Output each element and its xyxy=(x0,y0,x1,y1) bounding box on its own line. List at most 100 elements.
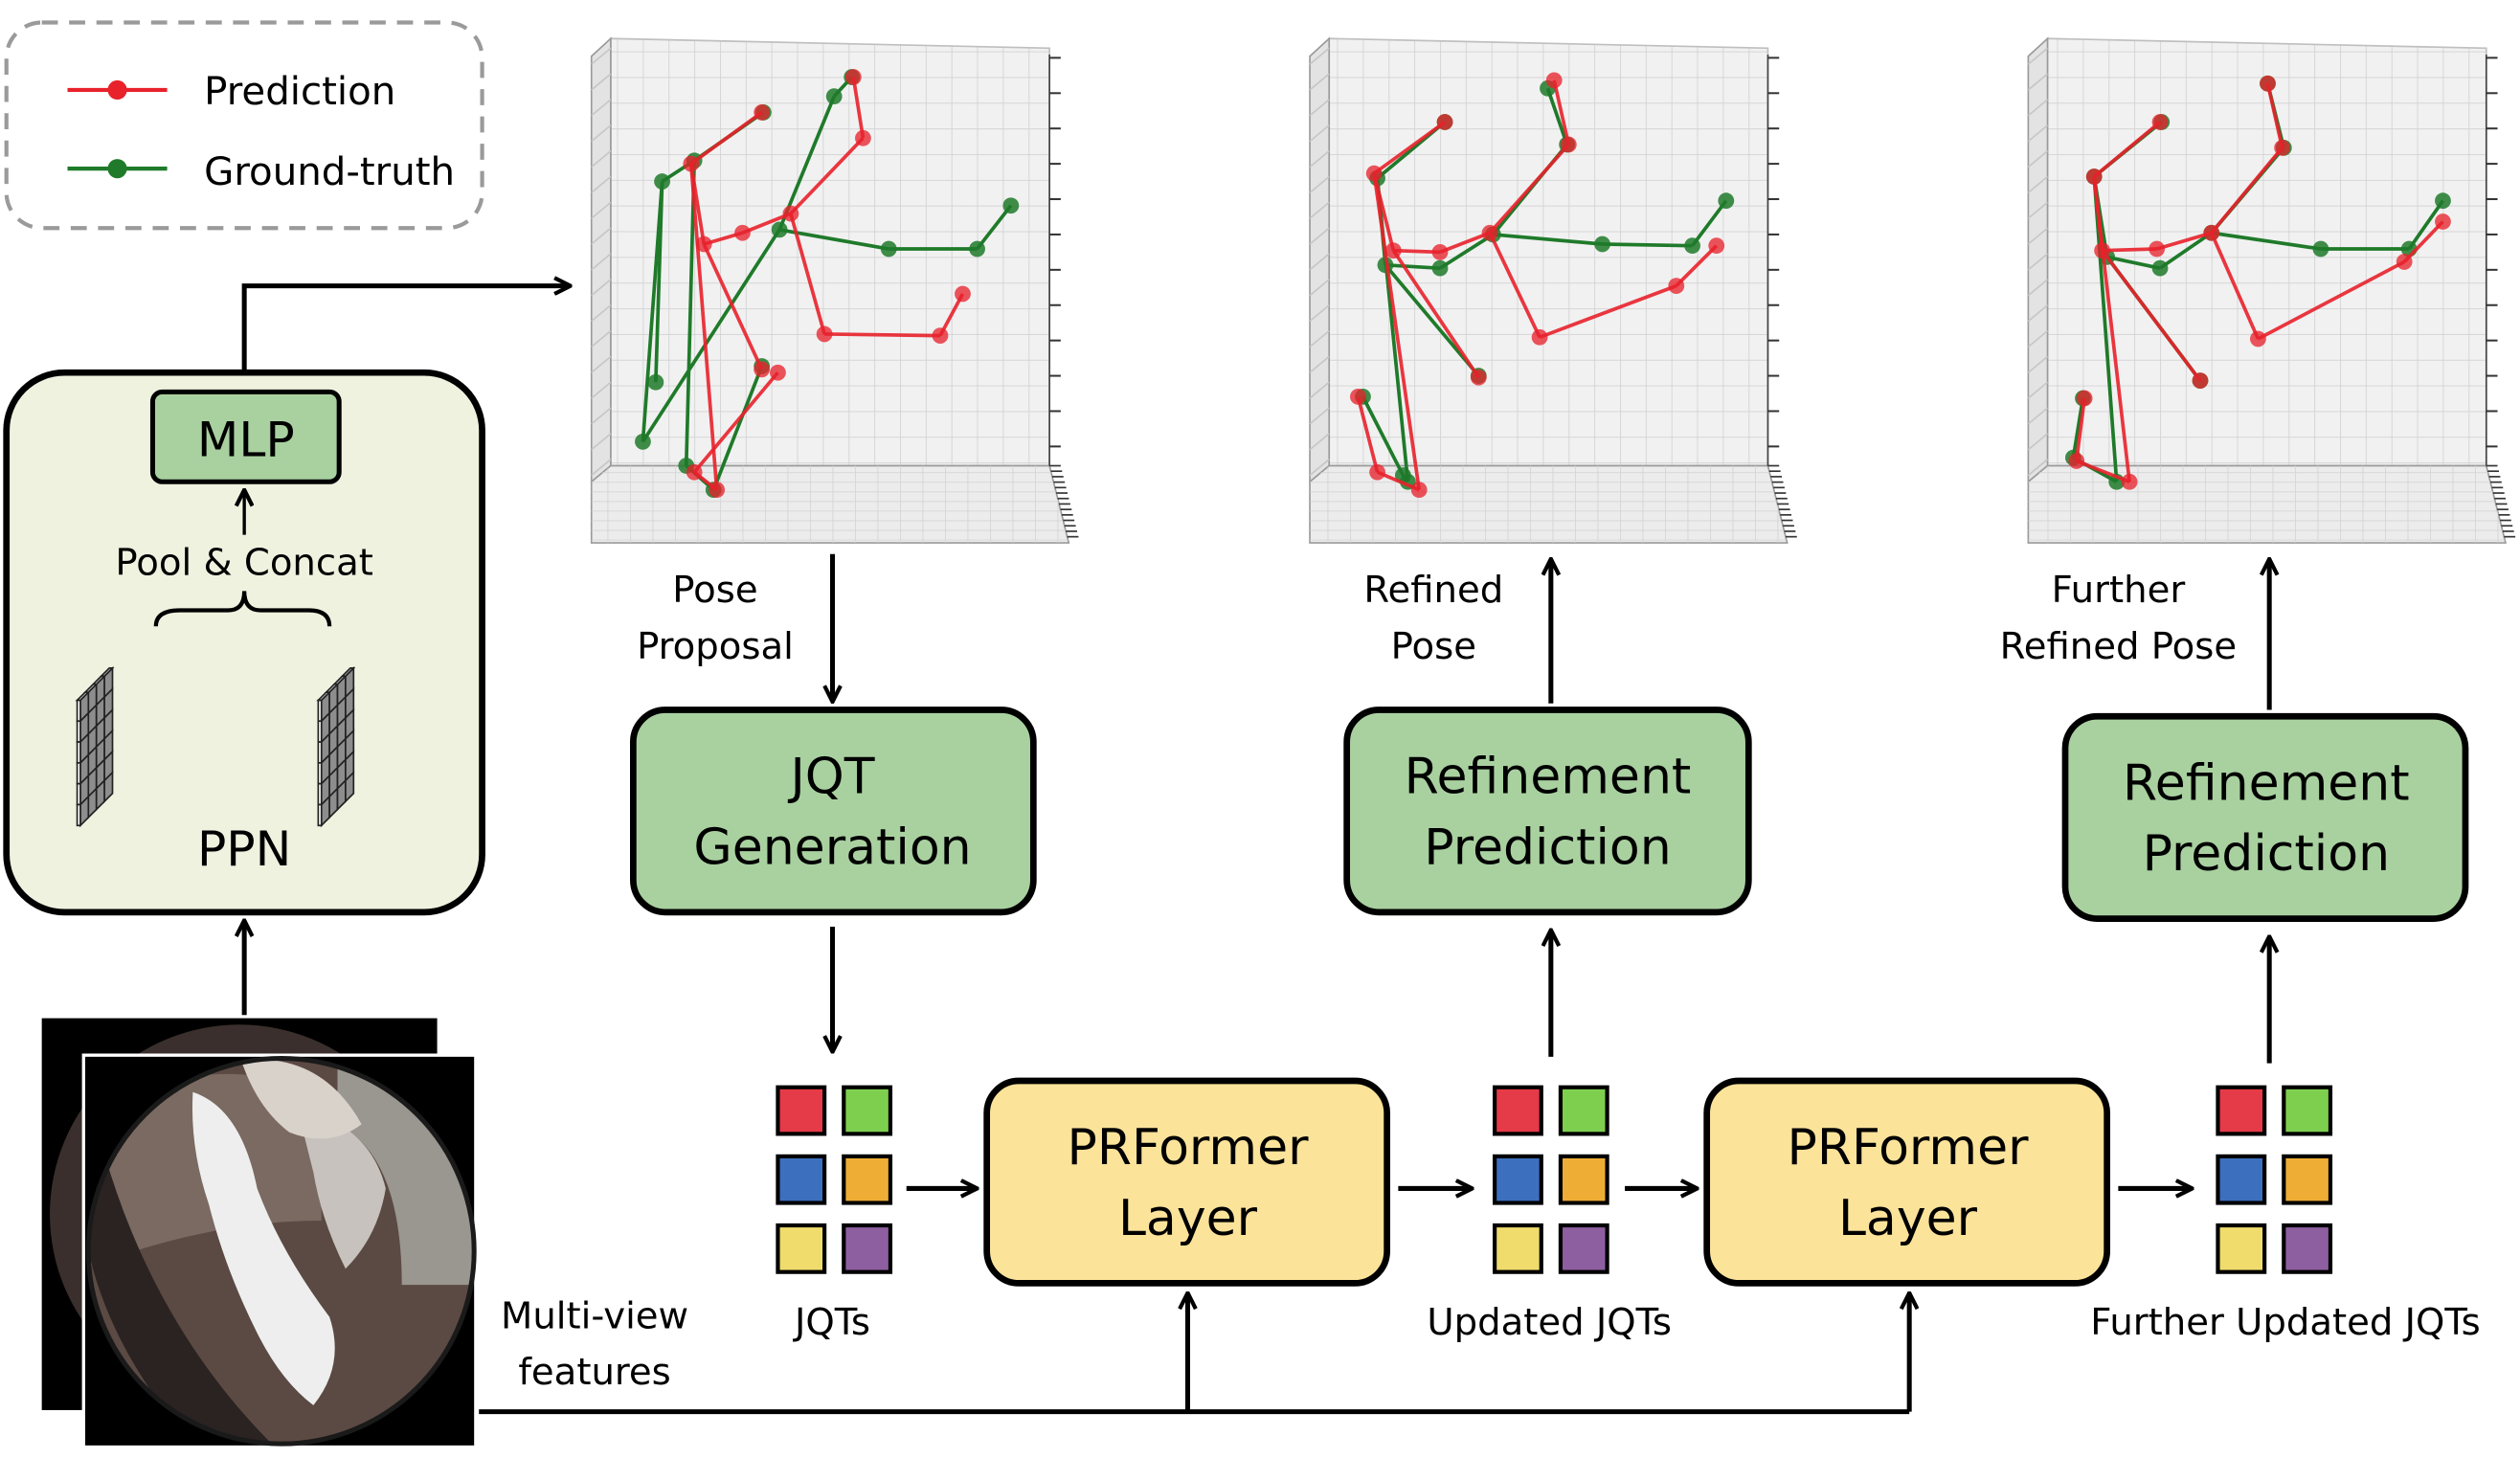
skeleton-bone xyxy=(2102,247,2157,253)
mlp-label: MLP xyxy=(197,411,295,467)
skeleton-bone xyxy=(851,77,866,139)
jqt-generation-line2: Generation xyxy=(693,819,971,877)
skeleton-bone xyxy=(641,181,664,442)
query-token xyxy=(2216,1223,2267,1274)
skeleton-joint xyxy=(969,240,985,258)
skeleton-bone xyxy=(2265,82,2284,148)
query-token xyxy=(776,1223,827,1274)
skeleton-bone xyxy=(2158,231,2213,270)
skeleton-bone xyxy=(2071,397,2085,459)
skeleton-joint xyxy=(2076,390,2093,407)
skeleton-joint xyxy=(1431,243,1449,260)
skeleton-bone xyxy=(692,371,779,474)
refinement-1-line1: Refinement xyxy=(1405,749,1692,806)
skeleton-bone xyxy=(1493,233,1603,246)
further-refined-caption-line1: Further xyxy=(2052,569,2186,612)
skeleton-joint xyxy=(1481,224,1498,241)
skeleton-joint xyxy=(1684,237,1700,255)
skeleton-bone xyxy=(2092,176,2119,482)
multiview-features-line1: Multi-view xyxy=(501,1294,688,1337)
skeleton-bone xyxy=(1539,283,1677,340)
query-token xyxy=(1492,1223,1543,1274)
skeleton-joint xyxy=(1384,242,1402,259)
skeleton-joint xyxy=(2151,259,2169,277)
skeleton-bone xyxy=(2074,397,2086,461)
skeleton-bone xyxy=(1391,249,1480,379)
query-token xyxy=(1558,1085,1609,1136)
skeleton-joint xyxy=(754,104,771,121)
brace-icon xyxy=(153,591,332,627)
further-refined-pose-plot xyxy=(2027,36,2516,544)
skeleton-bone xyxy=(2093,121,2162,178)
skeleton-bone xyxy=(2257,259,2406,341)
skeleton-joint xyxy=(683,155,700,172)
further-updated-jqts-caption: Further Updated JQTs xyxy=(2090,1301,2480,1344)
query-token xyxy=(842,1085,893,1136)
skeleton-joint xyxy=(1545,72,1563,89)
skeleton-joint xyxy=(2312,240,2329,258)
query-token xyxy=(842,1223,893,1274)
skeleton-joint xyxy=(844,69,862,85)
skeleton-bone xyxy=(2106,255,2161,270)
multiview-input-images xyxy=(41,1018,478,1449)
skeleton-joint xyxy=(1431,259,1449,277)
skeleton-joint xyxy=(2085,168,2103,185)
query-token xyxy=(776,1154,827,1205)
skeleton-bone xyxy=(1384,262,1441,271)
skeleton-bone xyxy=(1372,172,1422,490)
skeleton-joint xyxy=(1369,463,1385,481)
skeleton-joint xyxy=(1708,237,1725,255)
skeleton-joint xyxy=(2260,75,2276,92)
skeleton-joint xyxy=(1470,369,1487,386)
query-token xyxy=(2282,1085,2333,1136)
feature-cube-icon xyxy=(316,665,356,828)
skeleton-joint xyxy=(2149,240,2166,258)
refined-pose-caption-line2: Pose xyxy=(1391,625,1476,668)
skeleton-bone xyxy=(789,136,865,215)
skeleton-joint xyxy=(1395,467,1411,483)
skeleton-bone xyxy=(2101,249,2202,382)
prformer-layer-box-2: PRFormer Layer xyxy=(1703,1077,2111,1287)
skeleton-joint xyxy=(932,327,949,345)
skeleton-joint xyxy=(2435,192,2451,210)
skeleton-joint xyxy=(955,285,971,303)
skeleton-bone xyxy=(789,213,826,335)
skeleton-joint xyxy=(782,205,799,222)
jqt-generation-line1: JQT xyxy=(787,749,874,806)
skeleton-joint xyxy=(654,173,670,190)
skeleton-bone xyxy=(2156,231,2213,251)
pose-proposal-caption-line1: Pose xyxy=(672,569,757,612)
skeleton-joint xyxy=(2151,114,2169,130)
mlp-box xyxy=(149,389,342,484)
skeleton-bone xyxy=(741,212,792,235)
further-updated-jqt-grid xyxy=(2216,1085,2333,1274)
skeleton-joint xyxy=(635,433,651,450)
skeleton-bone xyxy=(1373,121,1447,175)
skeleton-bone xyxy=(1488,143,1570,235)
skeleton-bone xyxy=(641,228,781,443)
ppn-block: MLP Pool & Concat PPN xyxy=(3,369,485,916)
query-token xyxy=(2282,1154,2333,1205)
skeleton-joint xyxy=(2435,213,2451,230)
skeleton-joint xyxy=(1668,278,1685,295)
legend: Prediction Ground-truth xyxy=(4,20,484,231)
refined-pose-caption-line1: Refined xyxy=(1363,569,1503,612)
query-token xyxy=(1558,1223,1609,1274)
skeleton-bone xyxy=(1439,233,1495,270)
query-token xyxy=(1492,1154,1543,1205)
skeleton-bone xyxy=(684,160,697,466)
skeleton-joint xyxy=(709,482,726,499)
updated-jqts-caption: Updated JQTs xyxy=(1427,1301,1672,1344)
prformer-1-line1: PRFormer xyxy=(1067,1119,1309,1177)
skeleton-joint xyxy=(695,236,712,253)
prformer-layer-box-1: PRFormer Layer xyxy=(983,1077,1390,1287)
skeleton-joint xyxy=(816,325,833,343)
skeleton-bone xyxy=(1691,199,1728,247)
skeleton-joint xyxy=(1002,197,1020,214)
legend-ground-truth: Ground-truth xyxy=(67,150,455,194)
skeleton-joint xyxy=(2094,242,2111,259)
skeleton-bone xyxy=(1439,231,1491,255)
skeleton-bone xyxy=(711,365,764,491)
skeleton-joint xyxy=(2203,224,2220,241)
query-token xyxy=(2216,1085,2267,1136)
